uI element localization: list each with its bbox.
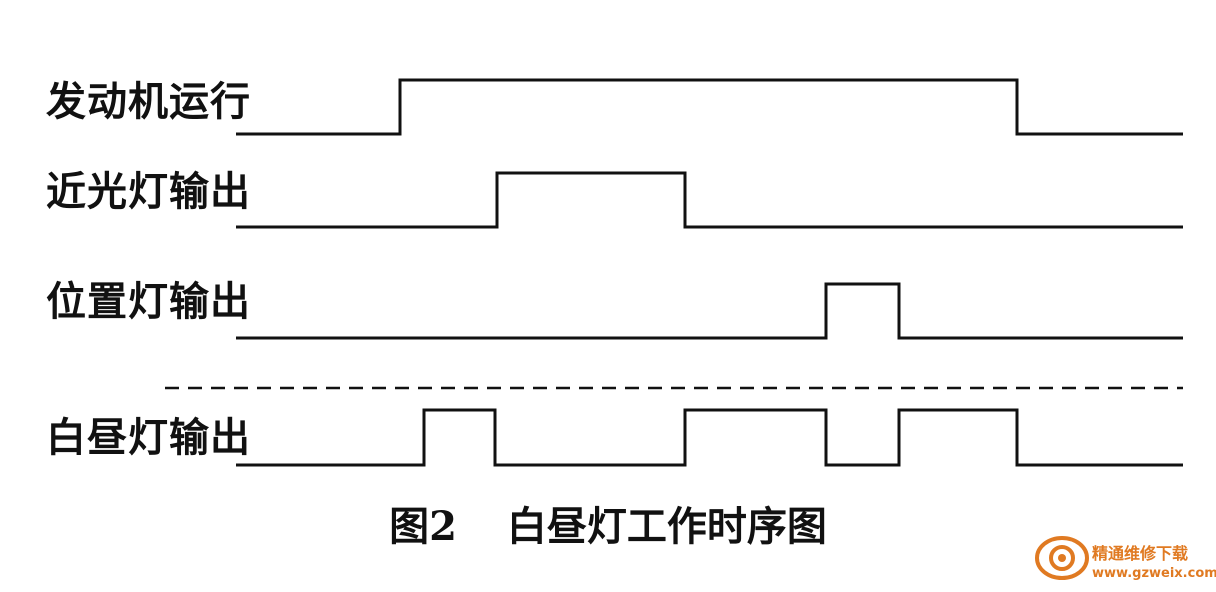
- low-beam-output-waveform: [236, 171, 1183, 229]
- position-light-output-waveform: [236, 282, 1183, 340]
- daytime-running-light-output-waveform: [236, 408, 1183, 467]
- engine-running-waveform: [236, 78, 1183, 136]
- watermark-logo: 精通维修下载 www.gzweix.com: [1034, 528, 1216, 588]
- engine-running-label: 发动机运行: [46, 78, 251, 125]
- figure-title: 白昼灯工作时序图: [506, 503, 827, 550]
- low-beam-output-label: 近光灯输出: [46, 168, 251, 215]
- watermark-eye-icon: [1035, 536, 1089, 580]
- position-light-output-label: 位置灯输出: [46, 278, 251, 325]
- watermark-url: www.gzweix.com: [1092, 566, 1216, 581]
- watermark-name: 精通维修下载: [1092, 544, 1189, 563]
- figure-number: 图2: [389, 503, 457, 550]
- daytime-running-light-output-label: 白昼灯输出: [46, 414, 251, 461]
